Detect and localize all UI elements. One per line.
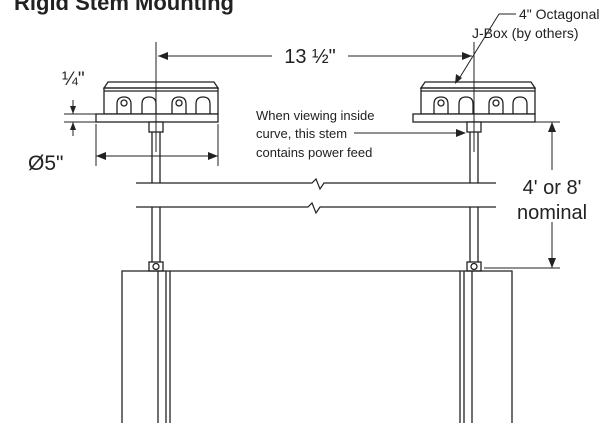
length-dimension-label-line1: 4' or 8' <box>523 177 582 199</box>
length-dimension-label-line2: nominal <box>517 202 587 224</box>
fixture-body <box>121 270 513 423</box>
diameter-dimension <box>95 124 219 166</box>
diameter-dimension-label: Ø5" <box>28 152 63 175</box>
diagram-title: Rigid Stem Mounting <box>14 0 234 15</box>
center-lines <box>155 42 475 152</box>
length-dimension <box>484 121 560 269</box>
jbox-label-line2: J-Box (by others) <box>472 25 579 41</box>
left-canopy-plate <box>95 113 219 123</box>
power-feed-note-line3: contains power feed <box>256 145 372 160</box>
power-feed-note-line2: curve, this stem <box>256 126 347 141</box>
left-junction-box <box>102 81 220 115</box>
break-line-upper <box>136 177 496 191</box>
break-line-lower <box>136 201 496 215</box>
jbox-callout <box>455 13 516 84</box>
spacing-dimension-label: 13 ½" <box>284 46 336 68</box>
jbox-label-line1: 4" Octagonal <box>519 6 599 22</box>
power-feed-note-line1: When viewing inside <box>256 108 375 123</box>
thickness-dimension-label: ¼" <box>62 69 85 90</box>
right-junction-box <box>419 81 537 115</box>
power-feed-leader <box>354 129 466 137</box>
spacing-dimension-line <box>158 52 472 60</box>
thickness-dimension <box>64 100 98 136</box>
